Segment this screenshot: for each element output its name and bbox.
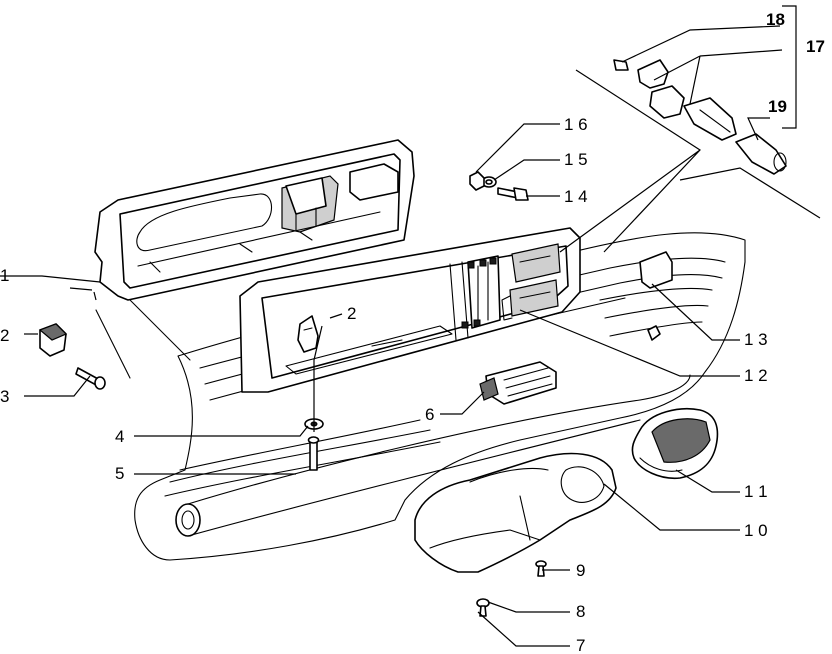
callout-12: 1 2 (744, 366, 768, 385)
part-11-switch-cover (631, 408, 719, 480)
part-10-column-cover (414, 452, 617, 573)
part-3-screw (75, 367, 106, 390)
part-1-upper-bezel (94, 139, 415, 301)
callout-19: 19 (768, 97, 787, 116)
part-19-lighter-plug (735, 133, 787, 175)
part-6-connector (479, 361, 557, 405)
callout-11: 1 1 (744, 482, 768, 501)
part-7-8-screw (476, 598, 490, 617)
callout-10: 1 0 (744, 521, 768, 540)
part-9-screw (535, 560, 547, 577)
leader-lines (0, 5, 821, 647)
callout-15: 1 5 (564, 150, 588, 169)
callout-17: 17 (806, 37, 825, 56)
callout-4: 4 (115, 427, 124, 446)
callout-14: 1 4 (564, 187, 588, 206)
callout-9: 9 (576, 561, 585, 580)
callout-6: 6 (425, 405, 434, 424)
part-12-instrument-housing (239, 227, 581, 393)
part-2-clip-on-housing (297, 315, 319, 353)
part-5-screw (307, 436, 320, 471)
part-17-lighter-socket (637, 59, 737, 141)
callout-2b: 2 (347, 304, 356, 323)
part-16-nut (469, 171, 485, 191)
callout-7: 7 (576, 636, 585, 654)
callout-2a: 2 (0, 326, 9, 345)
callout-8: 8 (576, 602, 585, 621)
callout-18: 18 (766, 10, 785, 29)
callout-labels: 1 2 2 3 4 5 6 7 8 9 1 0 1 1 1 2 1 3 1 4 … (0, 10, 825, 654)
part-13-cap (639, 251, 673, 341)
callout-5: 5 (115, 464, 124, 483)
part-18-bulb (613, 59, 629, 71)
part-2-clip-loose (38, 323, 68, 357)
callout-16: 1 6 (564, 115, 588, 134)
callout-1: 1 (0, 266, 9, 285)
part-15-washer (481, 176, 497, 188)
callout-3: 3 (0, 387, 9, 406)
part-14-bolt (497, 187, 529, 201)
callout-13: 1 3 (744, 330, 768, 349)
